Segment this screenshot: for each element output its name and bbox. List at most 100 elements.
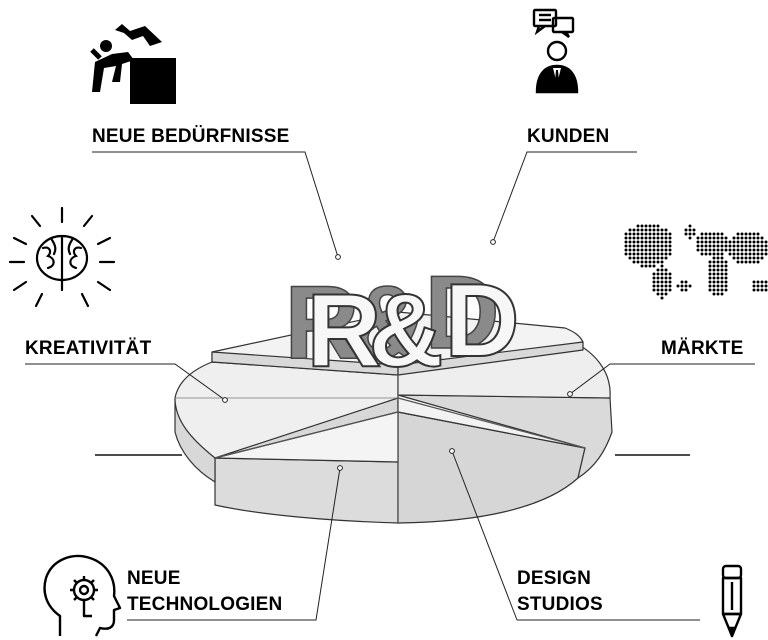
map-dot — [660, 236, 664, 240]
map-dot — [652, 256, 656, 260]
map-dot — [660, 276, 664, 280]
map-dot — [688, 224, 692, 228]
map-dot — [740, 248, 744, 252]
map-dot — [632, 256, 636, 260]
map-dot — [636, 260, 640, 264]
map-dot — [640, 248, 644, 252]
map-dot — [640, 240, 644, 244]
map-dot — [724, 236, 728, 240]
map-dot — [736, 248, 740, 252]
map-dot — [716, 264, 720, 268]
map-dot — [660, 256, 664, 260]
map-dot — [668, 252, 672, 256]
map-dot — [644, 228, 648, 232]
map-dot — [644, 260, 648, 264]
map-dot — [740, 236, 744, 240]
map-dot — [712, 284, 716, 288]
map-dot — [748, 252, 752, 256]
label-design: DESIGN STUDIOS — [517, 566, 603, 618]
map-dot — [636, 252, 640, 256]
map-dot — [720, 252, 724, 256]
map-dot — [636, 236, 640, 240]
label-technologies-line1: NEUE — [127, 568, 181, 589]
map-dot — [704, 244, 708, 248]
map-dot — [656, 232, 660, 236]
map-dot — [708, 272, 712, 276]
map-dot — [624, 236, 628, 240]
map-dot — [644, 264, 648, 268]
map-dot — [648, 256, 652, 260]
map-dot — [644, 248, 648, 252]
map-dot — [688, 228, 692, 232]
map-dot — [748, 236, 752, 240]
map-dot — [716, 240, 720, 244]
map-dot — [656, 248, 660, 252]
map-dot — [748, 248, 752, 252]
map-dot — [712, 292, 716, 296]
plateau-side-right — [397, 341, 584, 376]
map-dot — [704, 236, 708, 240]
map-dot — [704, 248, 708, 252]
map-dot — [640, 224, 644, 228]
map-dot — [756, 240, 760, 244]
map-dot — [744, 236, 748, 240]
map-dot — [652, 264, 656, 268]
map-dot — [704, 252, 708, 256]
map-dot — [628, 244, 632, 248]
map-dot — [724, 288, 728, 292]
map-dot — [664, 252, 668, 256]
map-dot — [688, 232, 692, 236]
map-dot — [724, 268, 728, 272]
map-dot — [624, 240, 628, 244]
map-dot — [764, 244, 768, 248]
letter-r: R — [306, 273, 381, 389]
map-dot — [652, 232, 656, 236]
map-dot — [660, 240, 664, 244]
letter-amp-depth: & — [350, 265, 425, 381]
map-dot — [740, 240, 744, 244]
map-dot — [740, 252, 744, 256]
map-dot — [708, 240, 712, 244]
map-dot — [656, 228, 660, 232]
map-dot — [712, 264, 716, 268]
map-dot — [648, 228, 652, 232]
map-dot — [636, 244, 640, 248]
map-dot — [720, 264, 724, 268]
map-dot — [664, 256, 668, 260]
map-dot — [712, 248, 716, 252]
map-dot — [696, 236, 700, 240]
map-dot — [688, 236, 692, 240]
map-dot — [648, 248, 652, 252]
map-dot — [736, 236, 740, 240]
map-dot — [640, 244, 644, 248]
map-dot — [744, 240, 748, 244]
letter-amp: & — [368, 273, 443, 389]
map-dot — [628, 248, 632, 252]
map-dot — [664, 288, 668, 292]
map-dot — [724, 272, 728, 276]
map-dot — [668, 288, 672, 292]
map-dot — [760, 280, 764, 284]
map-dot — [756, 256, 760, 260]
map-dot — [756, 244, 760, 248]
map-dot — [736, 244, 740, 248]
map-dot — [644, 224, 648, 228]
map-dot — [656, 280, 660, 284]
map-dot — [636, 248, 640, 252]
map-dot — [704, 232, 708, 236]
map-dot — [748, 256, 752, 260]
map-dot — [652, 260, 656, 264]
map-dot — [660, 292, 664, 296]
map-dot — [656, 256, 660, 260]
map-dot — [624, 252, 628, 256]
map-dot — [744, 256, 748, 260]
map-dot — [636, 232, 640, 236]
map-dot — [716, 288, 720, 292]
map-dot — [660, 284, 664, 288]
pie-disc — [174, 311, 613, 524]
map-dot — [664, 232, 668, 236]
map-dot — [652, 280, 656, 284]
map-dot — [764, 240, 768, 244]
map-dot — [696, 240, 700, 244]
map-dot — [724, 240, 728, 244]
